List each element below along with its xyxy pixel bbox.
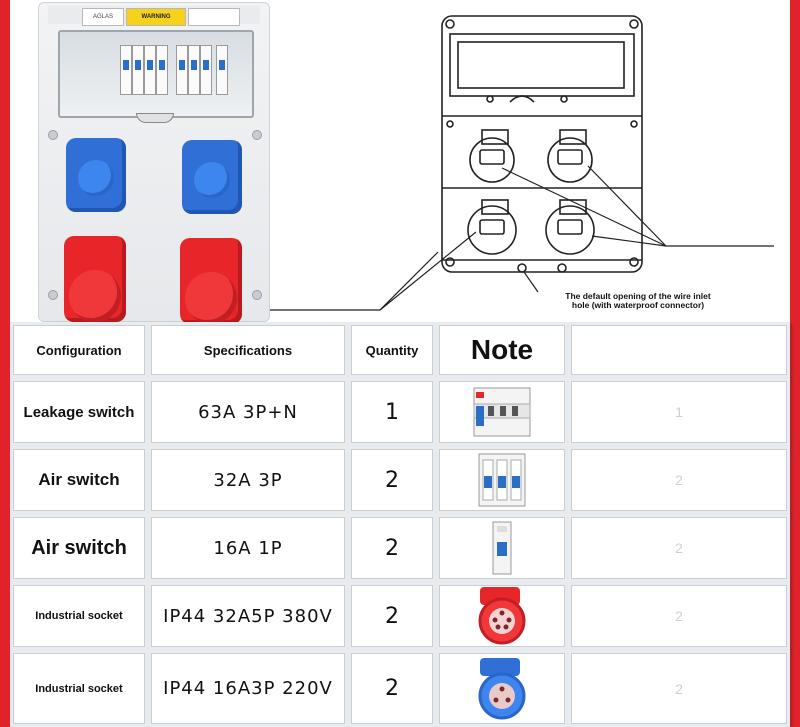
breaker-module bbox=[144, 45, 156, 95]
leader-line bbox=[591, 235, 667, 247]
row4-configuration: Industrial socket bbox=[10, 582, 148, 650]
drawing-gland-hole bbox=[557, 263, 567, 273]
rcbo-breaker-icon bbox=[473, 387, 531, 437]
blue-socket-right bbox=[182, 140, 242, 214]
row2-quantity: 2 bbox=[348, 446, 436, 514]
leader-line bbox=[501, 167, 667, 247]
drawing-breaker-window bbox=[457, 41, 625, 89]
screw bbox=[48, 290, 58, 300]
drawing-latch bbox=[509, 95, 535, 103]
red-socket-left bbox=[64, 236, 126, 322]
drawing-screw bbox=[445, 257, 455, 267]
screw bbox=[48, 130, 58, 140]
row2-extra: 2 bbox=[568, 446, 790, 514]
header-extra bbox=[568, 322, 790, 378]
header-note: Note bbox=[436, 322, 568, 378]
row1-quantity: 1 bbox=[348, 378, 436, 446]
leader-line bbox=[587, 165, 667, 247]
drawing-socket bbox=[547, 129, 593, 183]
breaker-module bbox=[200, 45, 212, 95]
row5-configuration: Industrial socket bbox=[10, 650, 148, 727]
warning-label: WARNING bbox=[126, 8, 186, 26]
header-configuration: Configuration bbox=[10, 322, 148, 378]
row3-specification: 16A 1P bbox=[148, 514, 348, 582]
red-socket-right bbox=[180, 238, 242, 324]
row1-specification: 63A 3P+N bbox=[148, 378, 348, 446]
drawing-screw bbox=[560, 95, 568, 103]
row5-specification: IP44 16A3P 220V bbox=[148, 650, 348, 727]
breaker-module bbox=[132, 45, 144, 95]
blue-industrial-socket-icon bbox=[478, 657, 526, 719]
header-specifications: Specifications bbox=[148, 322, 348, 378]
drawing-screw bbox=[486, 95, 494, 103]
drawing-screw bbox=[445, 19, 455, 29]
row5-quantity: 2 bbox=[348, 650, 436, 727]
drawing-gland-hole bbox=[517, 263, 527, 273]
screw bbox=[252, 290, 262, 300]
box-line-drawing: The default opening of the wire inlet ho… bbox=[270, 15, 774, 311]
brand-label: AGLAS bbox=[82, 8, 124, 26]
drawing-screw bbox=[630, 120, 638, 128]
row3-note bbox=[436, 514, 568, 582]
row5-note bbox=[436, 650, 568, 727]
blue-socket-left bbox=[66, 138, 126, 212]
leader-line bbox=[379, 231, 477, 311]
breaker-module bbox=[120, 45, 132, 95]
screw bbox=[252, 130, 262, 140]
3-pole-breaker-icon bbox=[478, 453, 526, 507]
cover-latch bbox=[136, 113, 174, 123]
breaker-module bbox=[188, 45, 200, 95]
drawing-caption-line2: hole (with waterproof connector) bbox=[572, 300, 704, 310]
row1-note bbox=[436, 378, 568, 446]
drawing-socket bbox=[467, 199, 517, 255]
drawing-socket bbox=[469, 129, 515, 183]
1-pole-breaker-icon bbox=[492, 521, 512, 575]
drawing-screw bbox=[446, 120, 454, 128]
breaker-module bbox=[156, 45, 168, 95]
row3-extra: 2 bbox=[568, 514, 790, 582]
row4-specification: IP44 32A5P 380V bbox=[148, 582, 348, 650]
configuration-table: Configuration Specifications Quantity No… bbox=[10, 322, 790, 727]
spec-label bbox=[188, 8, 240, 26]
row2-note bbox=[436, 446, 568, 514]
row3-quantity: 2 bbox=[348, 514, 436, 582]
header-quantity: Quantity bbox=[348, 322, 436, 378]
drawing-breaker-frame bbox=[449, 33, 635, 97]
leader-line bbox=[523, 271, 539, 293]
row4-quantity: 2 bbox=[348, 582, 436, 650]
row1-extra: 1 bbox=[568, 378, 790, 446]
row2-specification: 32A 3P bbox=[148, 446, 348, 514]
breaker-module bbox=[176, 45, 188, 95]
breaker-module bbox=[216, 45, 228, 95]
row3-configuration: Air switch bbox=[10, 514, 148, 582]
drawing-outline bbox=[441, 15, 643, 273]
row4-note bbox=[436, 582, 568, 650]
drawing-socket bbox=[545, 199, 595, 255]
drawing-screw bbox=[629, 257, 639, 267]
row2-configuration: Air switch bbox=[10, 446, 148, 514]
drawing-caption-line1: The default opening of the wire inlet bbox=[565, 291, 711, 301]
row4-extra: 2 bbox=[568, 582, 790, 650]
leader-line bbox=[379, 251, 439, 311]
row1-configuration: Leakage switch bbox=[10, 378, 148, 446]
drawing-screw bbox=[629, 19, 639, 29]
row5-extra: 2 bbox=[568, 650, 790, 727]
red-industrial-socket-icon bbox=[478, 587, 526, 645]
